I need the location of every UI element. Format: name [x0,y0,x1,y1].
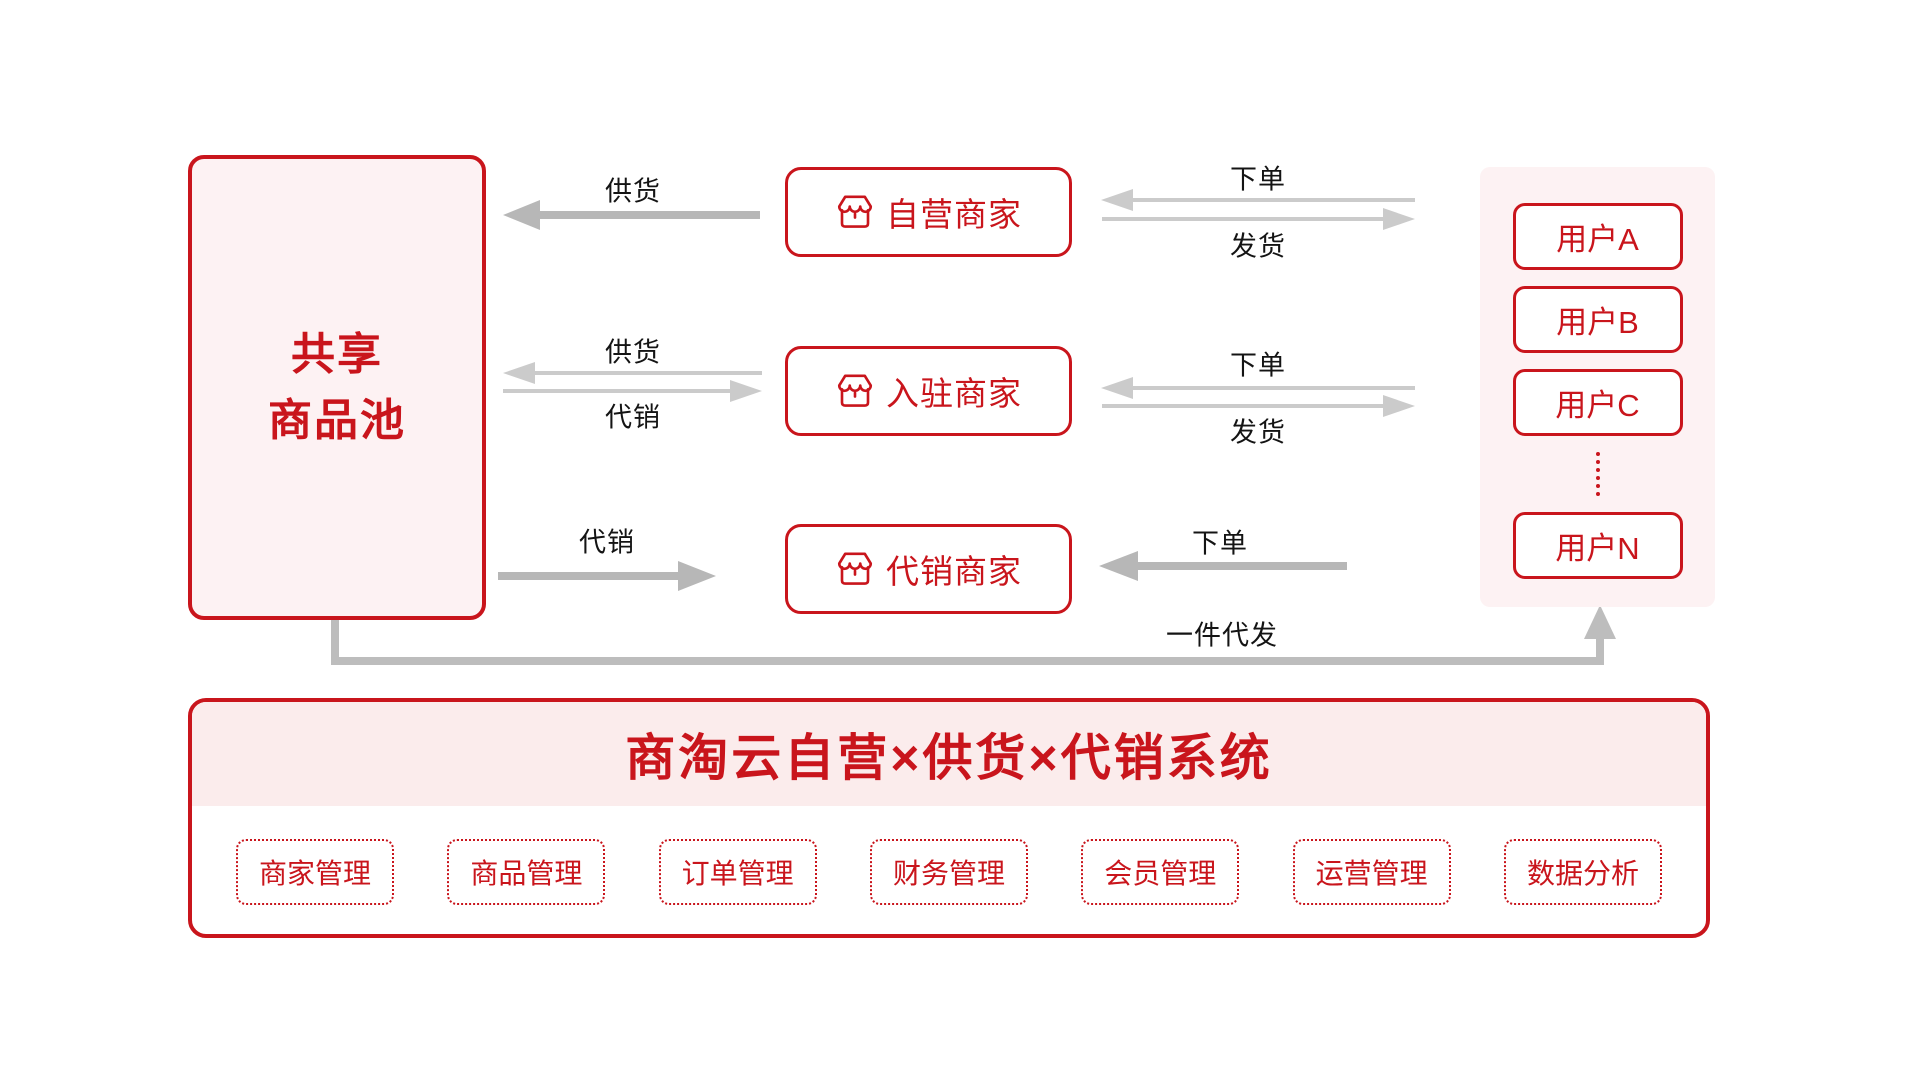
pool-label-line2: 商品池 [268,395,406,445]
module-label: 商家管理 [258,858,371,889]
module-chip-finance-mgmt: 财务管理 [869,839,1028,905]
merchant-box-self-operated: 自营商家 [785,167,1072,257]
module-chip-order-mgmt: 订单管理 [658,839,817,905]
module-chip-operation-mgmt: 运营管理 [1292,839,1451,905]
user-box-a: 用户A [1512,203,1683,270]
pool-label-line1: 共享 [291,329,383,379]
ellipsis-dots [1595,452,1600,496]
user-label: 用户B [1556,305,1639,340]
module-label: 数据分析 [1526,858,1639,889]
module-chip-merchant-mgmt: 商家管理 [236,839,394,905]
user-label: 用户A [1556,222,1639,257]
system-box: 商淘云自营×供货×代销系统 商家管理 商品管理 订单管理 财务管理 会员管理 运… [188,698,1710,938]
flow-label-order-row1: 下单 [1230,164,1286,195]
module-label: 会员管理 [1104,858,1217,889]
storefront-icon [835,193,875,231]
module-chip-data-analysis: 数据分析 [1503,839,1662,905]
flow-label-order-row3: 下单 [1192,528,1248,559]
shared-product-pool-box: 共享 商品池 [188,155,486,620]
flow-label-order-row2: 下单 [1230,350,1286,381]
merchant-label: 自营商家 [886,196,1022,233]
users-panel: 用户A 用户B 用户C 用户N [1480,167,1715,607]
merchant-label: 入驻商家 [886,375,1022,412]
user-label: 用户C [1555,388,1640,423]
storefront-icon [835,372,875,410]
module-label: 订单管理 [681,858,794,889]
merchant-box-settled: 入驻商家 [785,346,1072,436]
user-label: 用户N [1555,531,1640,566]
system-modules-row: 商家管理 商品管理 订单管理 财务管理 会员管理 运营管理 数据分析 [236,839,1662,905]
module-chip-product-mgmt: 商品管理 [447,839,606,905]
user-box-n: 用户N [1512,512,1683,579]
module-chip-member-mgmt: 会员管理 [1081,839,1240,905]
user-box-b: 用户B [1512,286,1683,353]
merchant-box-consignment: 代销商家 [785,524,1072,614]
system-header: 商淘云自营×供货×代销系统 [192,702,1706,806]
flow-label-ship-row2: 发货 [1230,417,1286,448]
module-label: 商品管理 [470,858,583,889]
user-box-c: 用户C [1512,369,1683,436]
merchant-label: 代销商家 [886,553,1022,590]
system-title: 商淘云自营×供货×代销系统 [625,730,1273,786]
flow-label-ship-row1: 发货 [1230,231,1286,262]
storefront-icon [835,550,875,588]
flow-label-consign-row3: 代销 [579,527,635,558]
flow-label-dropship: 一件代发 [1166,620,1278,651]
module-label: 财务管理 [892,858,1005,889]
flow-label-consign-row2: 代销 [605,402,661,433]
module-label: 运营管理 [1315,858,1428,889]
flow-label-supply-row1: 供货 [605,176,661,207]
flow-label-supply-row2: 供货 [605,337,661,368]
